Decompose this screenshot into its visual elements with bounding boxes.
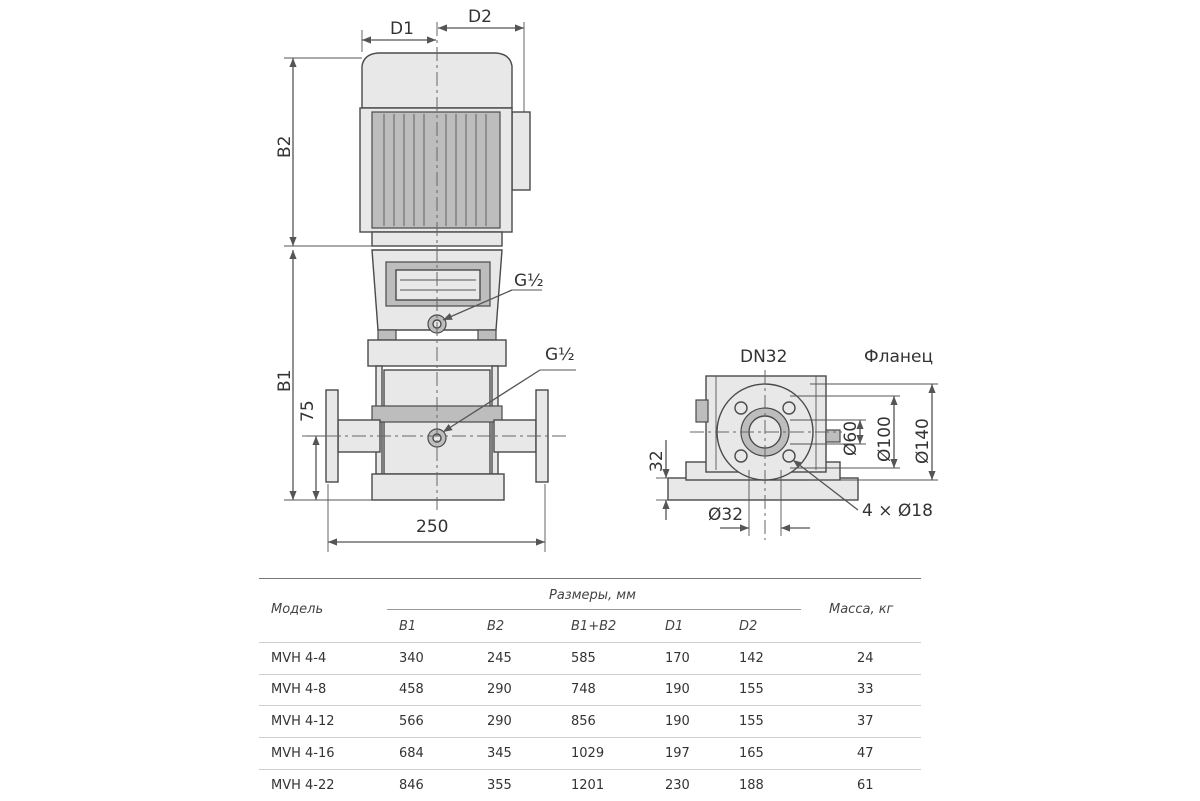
dim-b1-label: B1: [275, 370, 295, 392]
port-bottom-label: G½: [545, 345, 575, 365]
dim-b2-label: B2: [275, 136, 295, 158]
cell-d2: 155: [739, 714, 764, 729]
cell-b2: 355: [487, 778, 512, 793]
cell-b1: 684: [399, 746, 424, 761]
model-header: Модель: [271, 602, 324, 617]
table-row: MVH 4-16 684 345 1029 197 165 47: [259, 738, 921, 770]
cell-d1: 190: [665, 682, 690, 697]
cell-b1: 566: [399, 714, 424, 729]
cell-b1b2: 748: [571, 682, 596, 697]
cell-b2: 245: [487, 651, 512, 666]
cell-model: MVH 4-12: [271, 714, 335, 729]
bolt-hole: [734, 449, 748, 463]
cell-b2: 290: [487, 682, 512, 697]
front-dimensions: D1 D2 B2 B1 75 250 G½ G½: [275, 7, 576, 552]
cell-b1b2: 585: [571, 651, 596, 666]
bolt-hole: [782, 401, 796, 415]
flange-32-label: 32: [647, 450, 667, 472]
cell-d2: 142: [739, 651, 764, 666]
flange-dn-label: DN32: [740, 347, 787, 367]
cell-d1: 197: [665, 746, 690, 761]
cell-model: MVH 4-22: [271, 778, 335, 793]
sizes-rule: [387, 609, 801, 610]
cell-model: MVH 4-16: [271, 746, 335, 761]
flange-dimensions: DN32 Фланец Ø60 Ø100 Ø140 32 Ø32 4 × Ø18: [647, 347, 938, 536]
cell-d2: 155: [739, 682, 764, 697]
cell-d1: 230: [665, 778, 690, 793]
table-row: MVH 4-4 340 245 585 170 142 24: [259, 642, 921, 675]
bolt-hole: [782, 449, 796, 463]
col-b2-header: B2: [487, 619, 505, 634]
flange-holes-label: 4 × Ø18: [862, 501, 933, 521]
flange-d100-label: Ø100: [875, 416, 895, 462]
cell-model: MVH 4-8: [271, 682, 327, 697]
table-row: MVH 4-22 846 355 1201 230 188 61: [259, 770, 921, 801]
table-row: MVH 4-8 458 290 748 190 155 33: [259, 674, 921, 706]
cell-b1: 846: [399, 778, 424, 793]
flange-title: Фланец: [864, 347, 933, 367]
col-d2-header: D2: [739, 619, 758, 634]
table-row: MVH 4-12 566 290 856 190 155 37: [259, 706, 921, 738]
dim-d2-label: D2: [468, 7, 492, 27]
sizes-header: Размеры, мм: [549, 588, 636, 603]
dim-d1-label: D1: [390, 19, 414, 39]
cell-mass: 33: [857, 682, 874, 697]
cell-b1b2: 1201: [571, 778, 605, 793]
cell-mass: 61: [857, 778, 874, 793]
cell-d1: 170: [665, 651, 690, 666]
flange-view: [667, 370, 859, 540]
cell-d2: 188: [739, 778, 764, 793]
table-top-rule: [259, 578, 921, 579]
cell-mass: 47: [857, 746, 874, 761]
dim-250-label: 250: [416, 517, 448, 537]
motor-cooling-fins: [383, 114, 487, 226]
mass-header: Масса, кг: [829, 602, 894, 617]
cell-model: MVH 4-4: [271, 651, 327, 666]
cell-d1: 190: [665, 714, 690, 729]
cell-b2: 345: [487, 746, 512, 761]
bolt-hole: [734, 401, 748, 415]
flange-d32-label: Ø32: [708, 505, 743, 525]
cell-b1b2: 1029: [571, 746, 605, 761]
cell-b2: 290: [487, 714, 512, 729]
col-b1-header: B1: [399, 619, 417, 634]
port-top-label: G½: [514, 271, 544, 291]
col-b1b2-header: B1+B2: [571, 619, 617, 634]
pump-front-view: [302, 22, 566, 510]
cell-d2: 165: [739, 746, 764, 761]
flange-d140-label: Ø140: [913, 418, 933, 464]
cell-mass: 37: [857, 714, 874, 729]
col-d1-header: D1: [665, 619, 684, 634]
cell-b1b2: 856: [571, 714, 596, 729]
flange-d60-label: Ø60: [841, 421, 861, 456]
cell-mass: 24: [857, 651, 874, 666]
cell-b1: 340: [399, 651, 424, 666]
dim-75-label: 75: [298, 400, 318, 422]
cell-b1: 458: [399, 682, 424, 697]
